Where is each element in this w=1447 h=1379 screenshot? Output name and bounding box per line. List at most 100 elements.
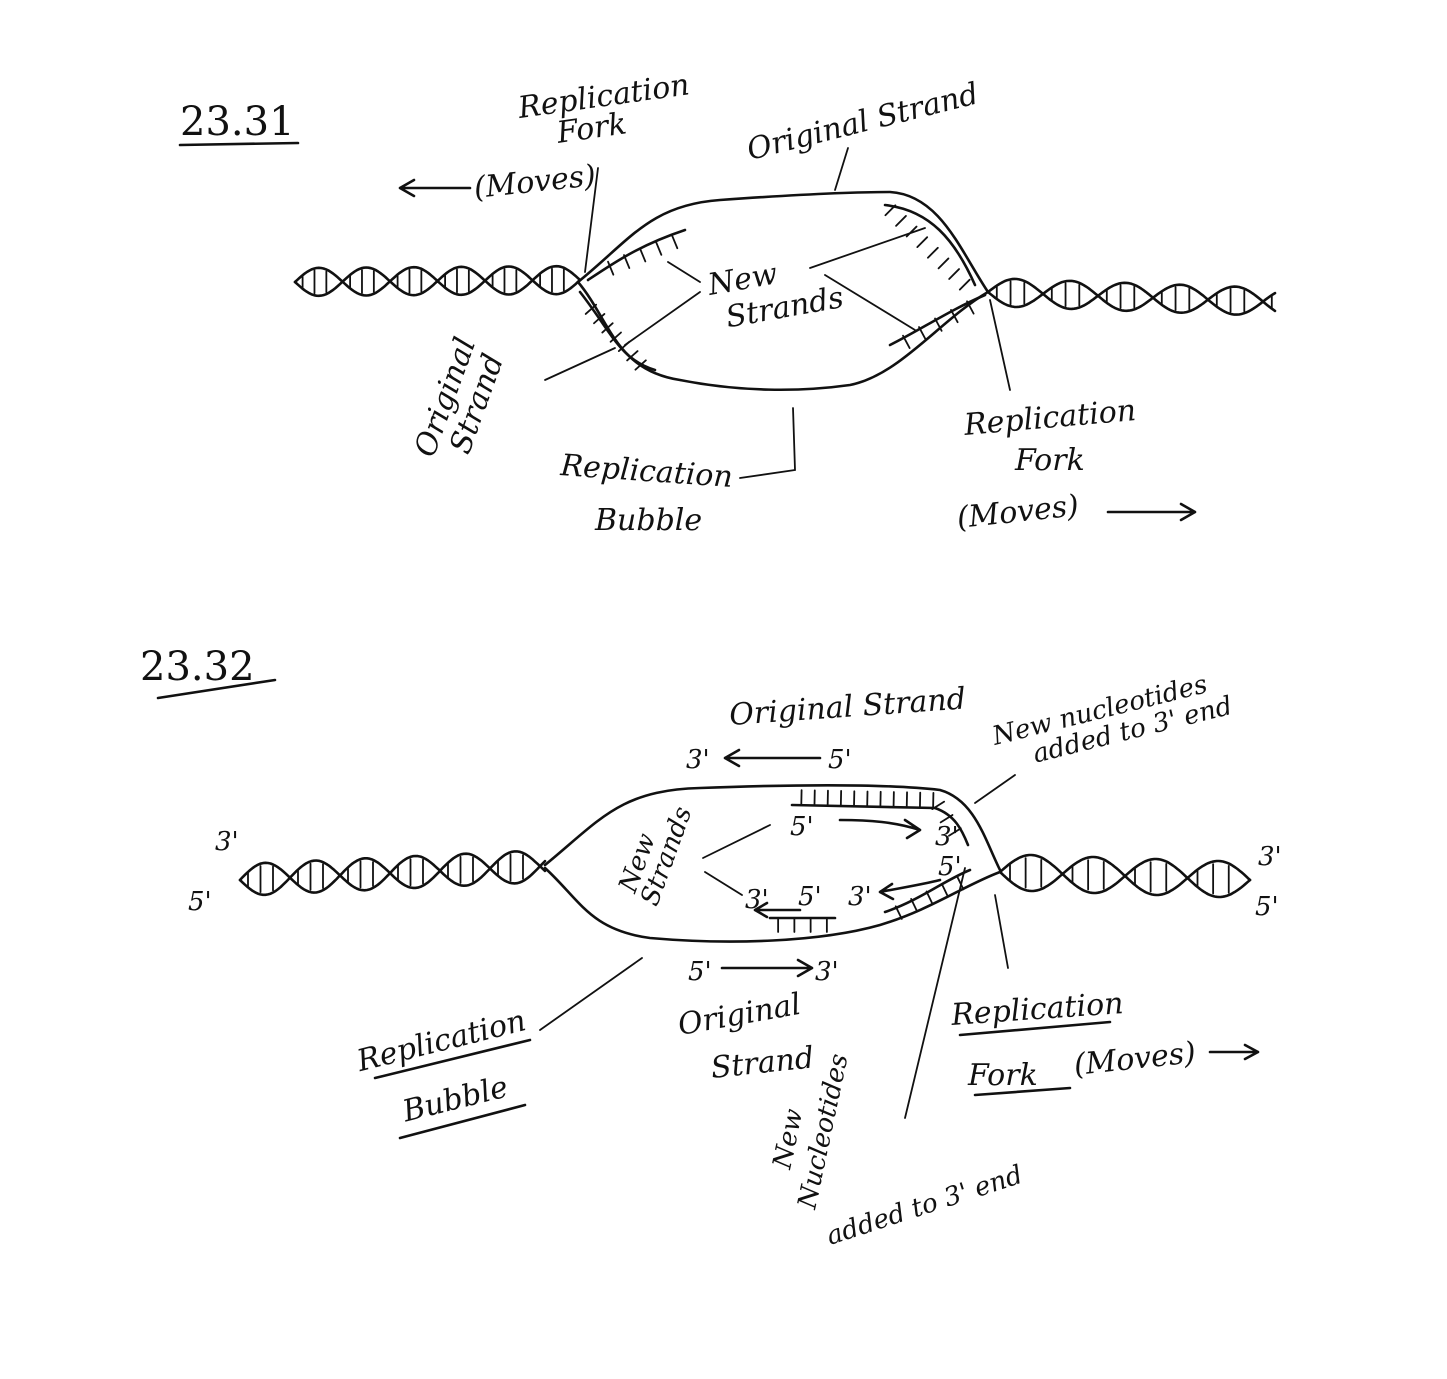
arrow-right-icon bbox=[838, 818, 922, 840]
base-pair-rung bbox=[925, 890, 934, 906]
new-strand-upper-right bbox=[883, 203, 977, 287]
figure-number: 23.31 bbox=[180, 99, 295, 145]
svg-text:Bubble: Bubble bbox=[594, 503, 702, 538]
label-right-3-prime: 3' bbox=[1258, 842, 1282, 872]
figure-23-32: 23.32 3' 5' 3' 5' Original Strand 3' 5' … bbox=[140, 644, 1282, 1252]
arrow-right-icon bbox=[1208, 1043, 1260, 1061]
label-replication-fork-left: Replication Fork bbox=[515, 67, 692, 151]
arrow-right-icon bbox=[720, 958, 814, 978]
base-pair-rung bbox=[655, 240, 663, 256]
leader-line bbox=[904, 867, 966, 1119]
svg-text:Replication: Replication bbox=[949, 986, 1124, 1033]
base-pair-rung bbox=[937, 257, 950, 270]
base-pair-rung bbox=[626, 350, 639, 362]
double-helix-left bbox=[293, 264, 582, 298]
base-pair-rung bbox=[895, 215, 907, 227]
label-bottom-3-prime: 3' bbox=[815, 957, 839, 987]
base-pair-rung bbox=[910, 898, 919, 913]
label-upper-new-3-prime: 3' bbox=[935, 822, 959, 852]
label-original-strand-bottom: Original Strand bbox=[675, 987, 815, 1086]
double-helix-right bbox=[998, 853, 1252, 899]
base-pair-rung bbox=[927, 246, 939, 259]
base-pair-rungs bbox=[777, 789, 965, 933]
new-strand-lower-right bbox=[883, 868, 972, 914]
svg-text:Original: Original bbox=[675, 987, 803, 1043]
arrow-left-icon bbox=[753, 901, 802, 919]
figure-number-underline bbox=[156, 678, 277, 700]
label-replication-bubble: Replication Bubble bbox=[558, 448, 733, 538]
label-original-strand-left: Original Strand bbox=[408, 333, 511, 462]
base-pair-rung bbox=[634, 359, 647, 371]
helix-strand bbox=[998, 853, 1252, 899]
base-pair-rung bbox=[948, 827, 962, 837]
base-pair-rung bbox=[607, 260, 615, 276]
label-new-nucleotides-top: New nucleotides added to 3' end bbox=[988, 669, 1235, 769]
svg-text:Strand: Strand bbox=[709, 1040, 815, 1086]
svg-text:(Moves): (Moves) bbox=[955, 488, 1080, 536]
base-pair-rung bbox=[941, 883, 949, 898]
bubble-bottom-original-strand bbox=[543, 866, 1002, 943]
base-pair-rung bbox=[902, 334, 911, 349]
helix-strand bbox=[238, 852, 547, 894]
label-upper-new-5-prime: 5' bbox=[790, 812, 814, 842]
base-pair-rung bbox=[950, 308, 959, 324]
base-pair-rung bbox=[918, 326, 927, 341]
leader-line bbox=[544, 347, 616, 381]
base-pair-rung bbox=[948, 268, 960, 280]
label-lower-new-3-prime-a: 3' bbox=[745, 885, 769, 915]
base-pair-rung bbox=[639, 247, 647, 263]
arrow-left-icon bbox=[878, 878, 942, 901]
arrow-left-icon bbox=[723, 748, 822, 768]
base-pair-rung bbox=[939, 814, 954, 824]
label-original-strand-top: Original Strand bbox=[743, 76, 981, 167]
leader-line bbox=[989, 299, 1011, 391]
helix-strand bbox=[293, 265, 582, 297]
base-pair-rung bbox=[601, 322, 614, 334]
label-top-5-prime: 5' bbox=[828, 745, 852, 775]
svg-text:Bubble: Bubble bbox=[398, 1070, 511, 1130]
figure-23-31: 23.31 Replication Fork (Moves) Original … bbox=[178, 67, 1277, 538]
leader-line bbox=[584, 167, 599, 273]
svg-text:added to 3' end: added to 3' end bbox=[823, 1160, 1026, 1252]
label-lower-new-5-prime-a: 5' bbox=[798, 882, 822, 912]
base-pair-rung bbox=[894, 905, 903, 920]
leader-line bbox=[974, 774, 1016, 804]
base-pair-rung bbox=[884, 204, 897, 217]
label-lower-new-3-prime-b: 3' bbox=[848, 882, 872, 912]
svg-text:Replication: Replication bbox=[353, 1003, 530, 1079]
new-strand-upper-left bbox=[586, 228, 687, 282]
svg-text:Replication: Replication bbox=[962, 393, 1138, 443]
label-original-strand-top: Original Strand bbox=[728, 682, 967, 733]
base-pair-rung bbox=[966, 300, 975, 315]
base-pair-rung bbox=[671, 234, 679, 250]
base-pair-rung bbox=[609, 331, 622, 343]
label-new-strands: New Strands bbox=[704, 256, 846, 335]
leader-line bbox=[539, 957, 643, 1031]
label-replication-fork-right: Replication Fork (Moves) bbox=[955, 393, 1137, 536]
label-bottom-5-prime: 5' bbox=[688, 957, 712, 987]
leader-line bbox=[994, 894, 1009, 969]
leader-line bbox=[739, 407, 796, 479]
base-pair-rung bbox=[623, 254, 631, 269]
svg-text:Replication: Replication bbox=[558, 448, 733, 495]
helix-strand bbox=[986, 279, 1277, 316]
leader-lines bbox=[624, 227, 926, 346]
label-right-5-prime: 5' bbox=[1255, 892, 1279, 922]
figure-number-underline bbox=[178, 141, 300, 147]
arrow-right-icon bbox=[1106, 502, 1197, 522]
underlines bbox=[373, 1038, 532, 1140]
base-pair-rung bbox=[931, 800, 946, 810]
double-helix-right bbox=[986, 277, 1277, 316]
label-lower-new-5-prime-b: 5' bbox=[938, 852, 962, 882]
double-helix-left bbox=[238, 850, 547, 897]
label-top-3-prime: 3' bbox=[686, 745, 710, 775]
underlines bbox=[958, 1020, 1112, 1097]
base-pair-rung bbox=[934, 317, 943, 332]
helix-strand bbox=[986, 277, 1277, 314]
base-pair-rung bbox=[956, 875, 965, 891]
svg-text:Fork: Fork bbox=[1014, 443, 1085, 478]
base-pair-rung bbox=[958, 278, 971, 291]
base-pair-rung bbox=[593, 313, 606, 325]
label-replication-bubble: Replication Bubble bbox=[353, 1003, 530, 1130]
